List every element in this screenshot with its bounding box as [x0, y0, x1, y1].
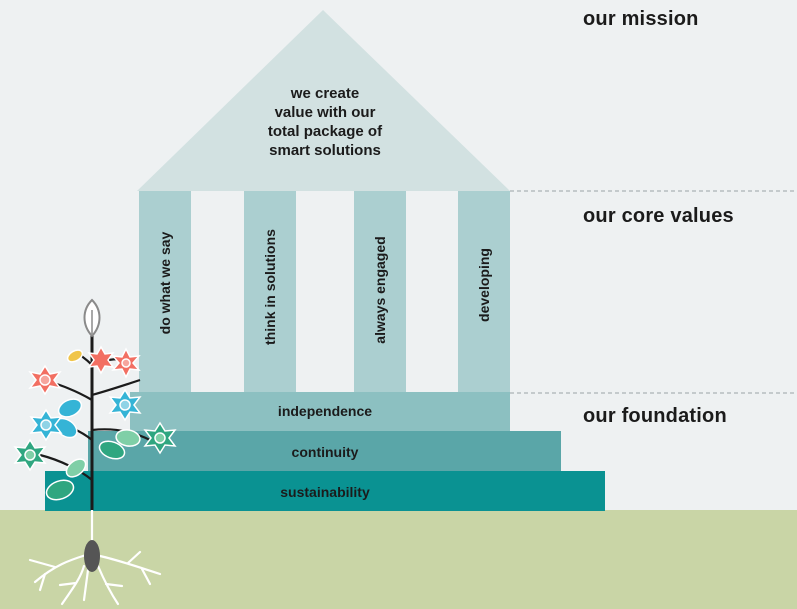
- flower-icon: [108, 388, 142, 422]
- mission-line: total package of: [267, 123, 383, 140]
- pillar-label: think in solutions: [262, 229, 278, 345]
- plant-icon: [13, 298, 177, 606]
- leaf: [98, 440, 126, 460]
- pillar-label: always engaged: [372, 236, 388, 344]
- section-label-mission: our mission: [583, 8, 699, 30]
- roof: [137, 10, 510, 191]
- step-sustainability: [45, 471, 605, 511]
- leaf: [57, 398, 83, 418]
- pillar-label: developing: [476, 248, 492, 322]
- flower-icon: [28, 364, 62, 396]
- pillar: [139, 191, 191, 392]
- step-independence: [130, 392, 510, 431]
- leaf: [65, 458, 87, 478]
- mission-line: smart solutions: [269, 142, 381, 159]
- step-label-independence: independence: [277, 403, 373, 419]
- leaf: [45, 479, 75, 501]
- leaf: [115, 429, 141, 447]
- section-label-core-values: our core values: [583, 205, 734, 227]
- mission-line: value with our: [274, 104, 376, 121]
- flower-icon: [87, 345, 115, 375]
- flower-icon: [13, 438, 47, 472]
- leaf: [66, 349, 84, 363]
- pillar: [354, 191, 406, 392]
- step-label-continuity: continuity: [291, 444, 359, 460]
- pillar: [458, 191, 510, 392]
- step-label-sustainability: sustainability: [280, 484, 370, 500]
- roots-icon: [28, 508, 162, 606]
- flower-icon: [143, 421, 177, 455]
- mission-statement: we create value with our total package o…: [230, 84, 420, 160]
- mission-line: we create: [290, 85, 360, 102]
- pillar-label: do what we say: [157, 231, 173, 335]
- section-label-foundation: our foundation: [583, 405, 727, 427]
- flower-icon: [29, 408, 63, 442]
- pillar: [244, 191, 296, 392]
- seed-icon: [84, 540, 100, 572]
- flower-icon: [111, 347, 141, 379]
